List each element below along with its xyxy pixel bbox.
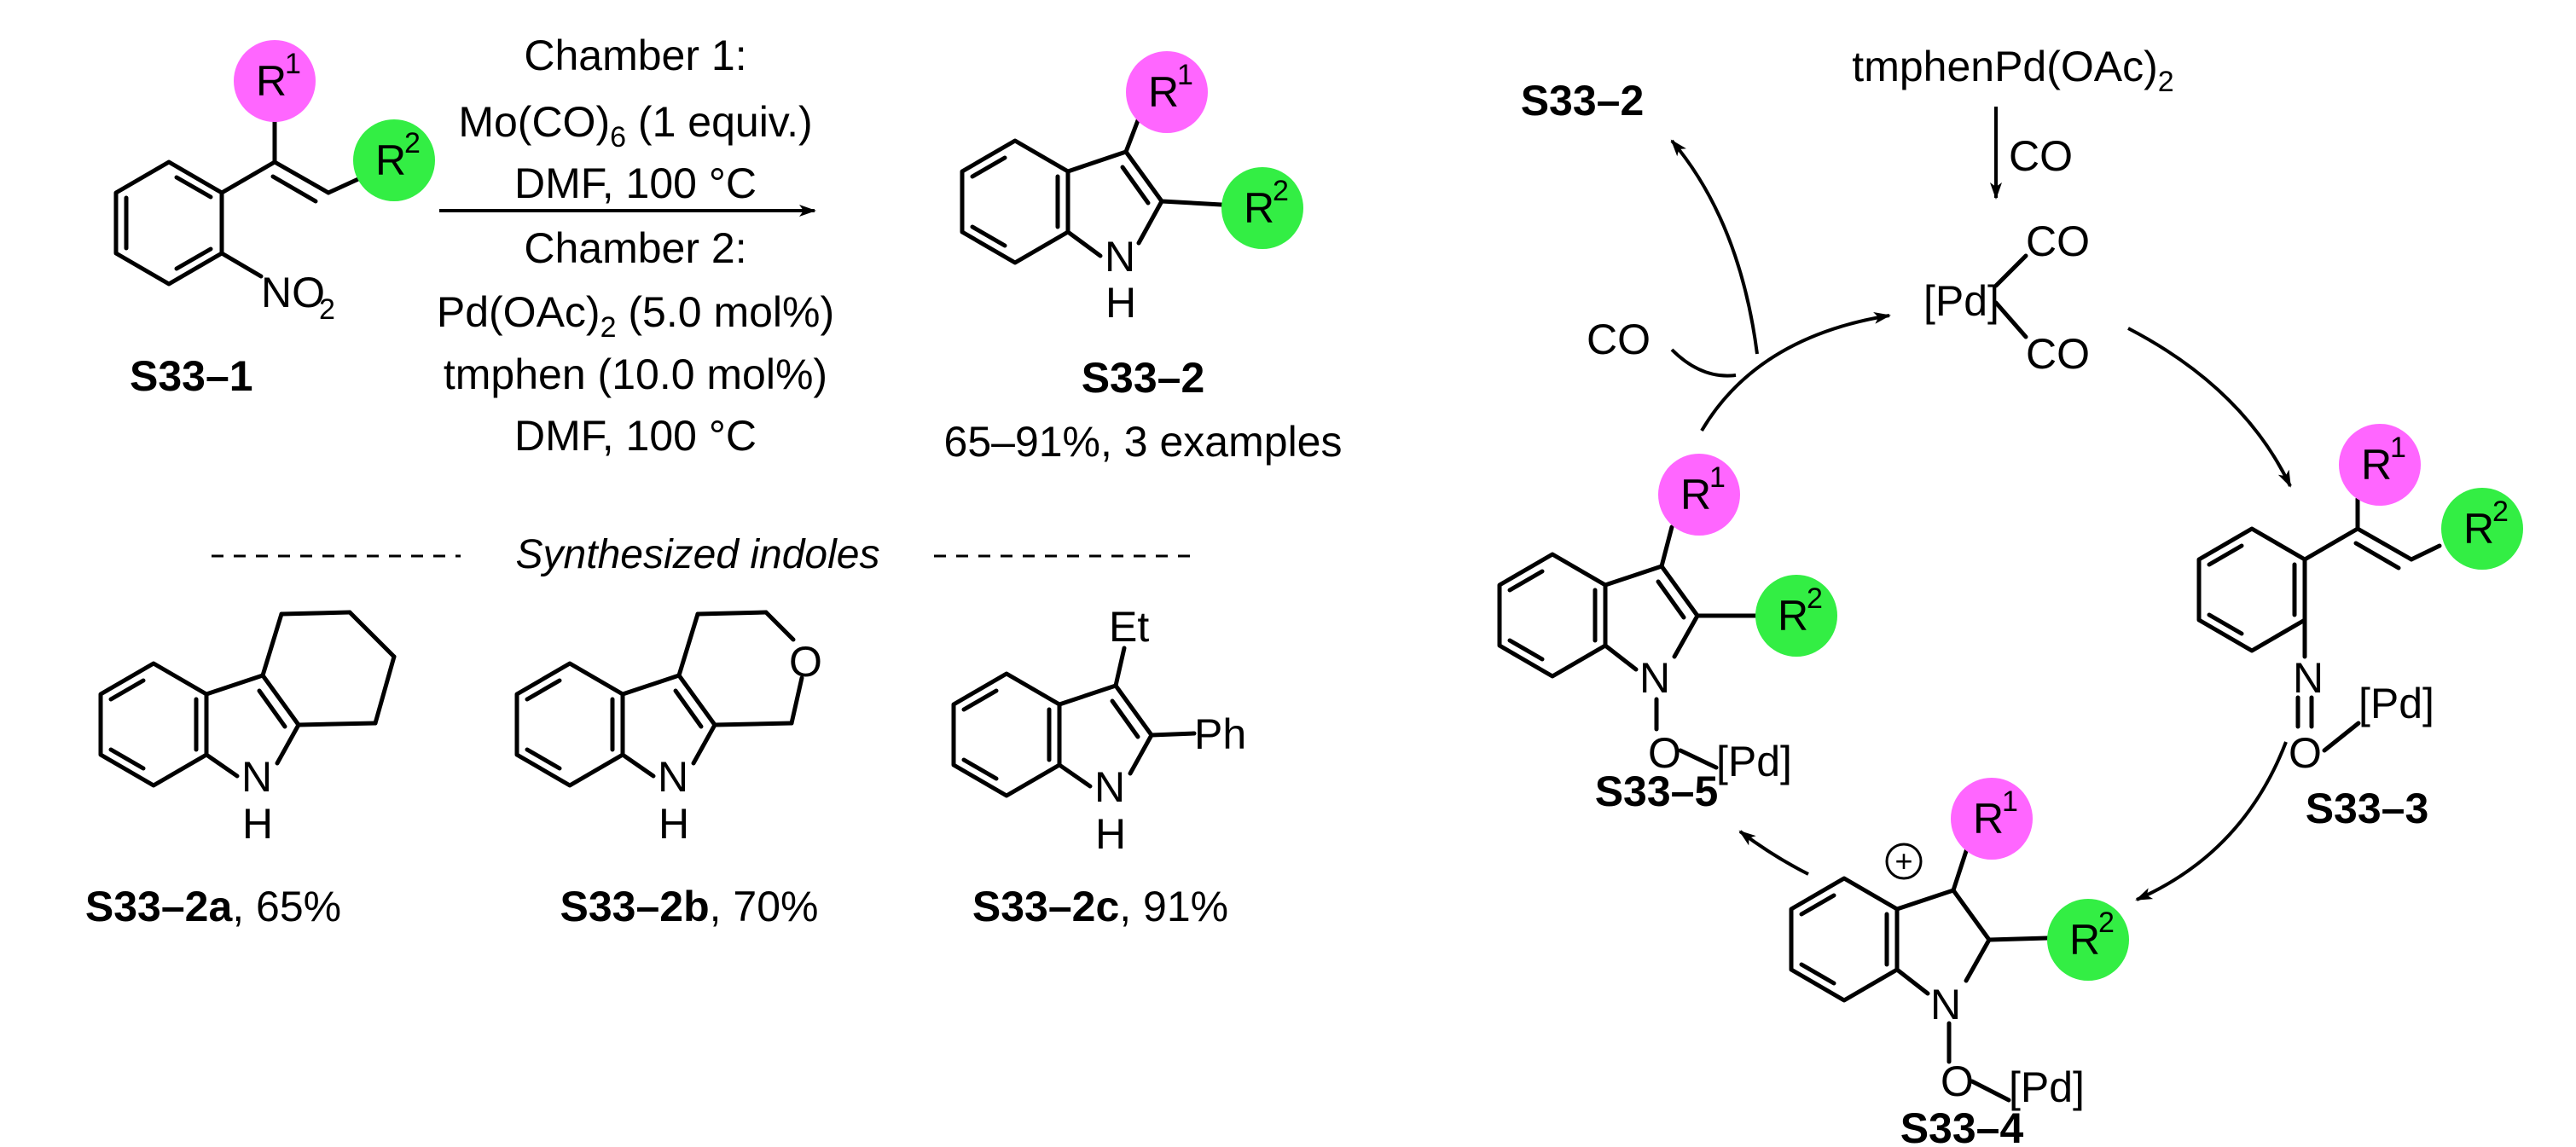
r2-substituent-circle	[1755, 575, 1837, 657]
substrate-label: S33–1	[130, 352, 253, 400]
r1-substituent-circle	[2339, 424, 2421, 506]
example-label-2c: S33–2c, 91%	[972, 883, 1228, 930]
condition-dmf-2: DMF, 100 °C	[514, 412, 757, 460]
r2-substituent-circle	[2441, 488, 2523, 570]
intermediate-label-4: S33–4	[1900, 1104, 2024, 1147]
r2-substituent-circle	[2047, 899, 2129, 981]
example-label-2b: S33–2b, 70%	[560, 883, 819, 930]
r1-superscript: 1	[2002, 785, 2018, 818]
ethyl-group: Et	[1109, 603, 1149, 651]
r1-symbol: R	[1973, 795, 2004, 843]
hydrogen-atom: H	[659, 800, 689, 848]
intermediate-s33-3: R 1 R 2 N O [Pd] S33–3	[2196, 424, 2523, 832]
r2-symbol: R	[1778, 592, 1808, 640]
r1-superscript: 1	[2390, 432, 2406, 464]
r2-symbol: R	[2069, 916, 2100, 964]
example-label-2a: S33–2a, 65%	[85, 883, 341, 930]
substrate-s33-1: R 1 R 2 NO 2 S33–1	[113, 40, 435, 400]
condition-pd-oac2: Pd(OAc)2 (5.0 mol%)	[437, 288, 834, 344]
condition-chamber2: Chamber 2:	[524, 224, 746, 272]
intermediate-s33-5: R 1 R 2 N O [Pd] S33–5	[1497, 454, 1837, 815]
r1-symbol: R	[1148, 68, 1179, 116]
nitro-group: NO	[261, 269, 325, 316]
example-s33-2c: Et Ph N H S33–2c, 91%	[951, 603, 1246, 930]
intermediate-label-5: S33–5	[1595, 768, 1719, 815]
catalytic-cycle: tmphenPd(OAc)2 CO [Pd] CO CO R	[1497, 43, 2523, 1147]
nitrogen-atom: N	[1639, 654, 1670, 702]
pd-atom: [Pd]	[1716, 738, 1792, 785]
nitrogen-atom: N	[1105, 233, 1135, 281]
r2-superscript: 2	[2098, 907, 2115, 939]
r1-substituent-circle	[1658, 454, 1740, 536]
r2-superscript: 2	[1807, 582, 1823, 615]
r2-substituent-circle	[1221, 167, 1303, 249]
co-ligand-bottom: CO	[2026, 330, 2090, 378]
example-s33-2a: N H S33–2a, 65%	[85, 610, 397, 930]
cycle-co-input: CO	[1587, 316, 1651, 363]
cycle-product-label: S33–2	[1521, 77, 1645, 125]
nitrogen-atom: N	[2293, 654, 2324, 702]
nitrogen-atom: N	[1930, 981, 1961, 1028]
r2-symbol: R	[1244, 184, 1274, 232]
reaction-conditions: Chamber 1: Mo(CO)6 (1 equiv.) DMF, 100 °…	[437, 32, 834, 460]
r1-substituent-circle	[1126, 51, 1208, 133]
oxygen-atom: O	[1648, 729, 1681, 777]
nitrogen-atom: N	[1094, 763, 1125, 811]
pd-atom: [Pd]	[2358, 680, 2434, 727]
condition-mo-co6: Mo(CO)6 (1 equiv.)	[458, 98, 812, 154]
r1-superscript: 1	[285, 48, 301, 80]
r2-superscript: 2	[1273, 175, 1289, 207]
co-input: CO	[2009, 132, 2073, 180]
pd-atom: [Pd]	[2009, 1063, 2085, 1111]
product-label: S33–2	[1082, 354, 1205, 402]
examples-heading: Synthesized indoles	[212, 532, 1190, 577]
condition-chamber1: Chamber 1:	[524, 32, 746, 79]
examples-heading-text: Synthesized indoles	[516, 532, 880, 577]
r1-substituent-circle	[1951, 778, 2033, 860]
oxygen-atom: O	[2289, 729, 2322, 777]
product-s33-2: R 1 R 2 N H S33–2 65–91%, 3 examples	[944, 51, 1343, 466]
condition-tmphen: tmphen (10.0 mol%)	[444, 350, 827, 398]
oxygen-atom: O	[789, 638, 822, 686]
nitrogen-atom: N	[658, 753, 688, 801]
intermediate-label-3: S33–3	[2306, 785, 2429, 832]
nitrogen-atom: N	[241, 753, 272, 801]
cation-charge-circle	[1885, 843, 1923, 880]
hydrogen-atom: H	[242, 800, 273, 848]
r2-superscript: 2	[2492, 495, 2509, 528]
r1-superscript: 1	[1709, 461, 1726, 494]
nitro-subscript: 2	[319, 293, 335, 326]
pd-center: [Pd]	[1923, 277, 1999, 325]
cation-charge: +	[1894, 843, 1912, 878]
condition-dmf-1: DMF, 100 °C	[514, 159, 757, 207]
example-s33-2b: O N H S33–2b, 70%	[514, 610, 822, 930]
product-yield: 65–91%, 3 examples	[944, 418, 1343, 466]
r1-symbol: R	[1680, 471, 1711, 518]
intermediate-s33-4: + R 1 R 2 N O [Pd] S33–4	[1789, 778, 2129, 1147]
r1-symbol: R	[256, 57, 287, 105]
r2-symbol: R	[375, 136, 406, 184]
co-ligand-top: CO	[2026, 217, 2090, 265]
catalyst-precursor: tmphenPd(OAc)2	[1852, 43, 2173, 98]
r2-superscript: 2	[404, 127, 421, 159]
r1-superscript: 1	[1177, 59, 1193, 91]
hydrogen-atom: H	[1105, 279, 1136, 327]
phenyl-group: Ph	[1194, 710, 1246, 758]
r2-symbol: R	[2463, 505, 2494, 553]
oxygen-atom: O	[1941, 1057, 1974, 1105]
r1-symbol: R	[2361, 441, 2392, 489]
r2-substituent-circle	[353, 119, 435, 201]
hydrogen-atom: H	[1095, 810, 1126, 858]
r1-substituent-circle	[234, 40, 316, 122]
